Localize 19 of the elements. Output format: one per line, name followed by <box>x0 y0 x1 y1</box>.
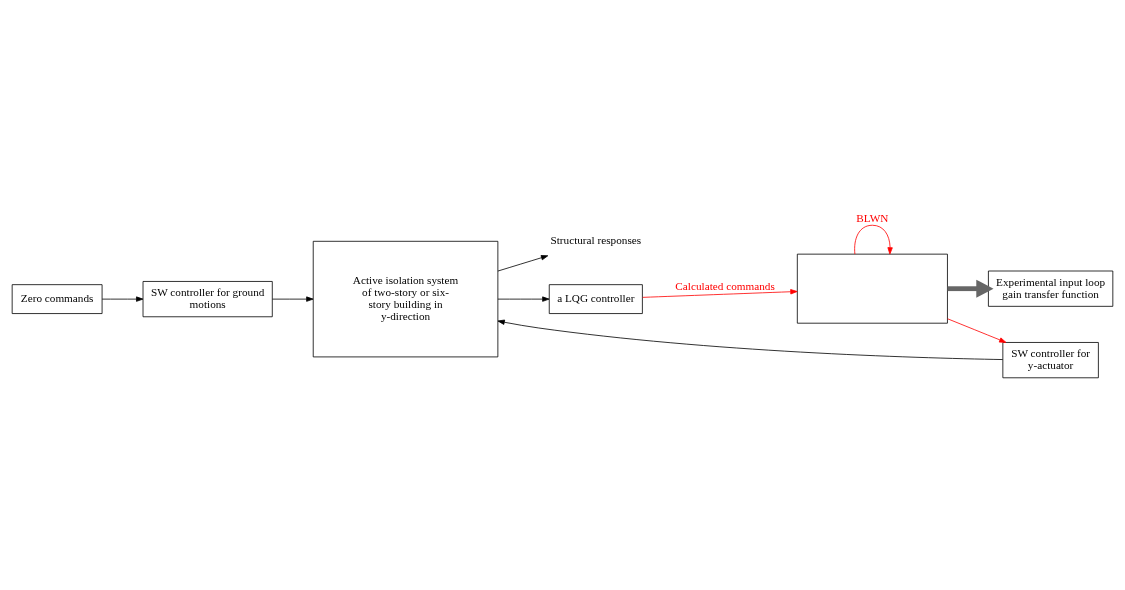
arrow <box>854 224 893 254</box>
node-box: a LQG controller <box>548 283 643 314</box>
node-box: SW controller for ground motions <box>142 280 273 317</box>
node-box <box>796 253 948 324</box>
arrow <box>497 254 549 271</box>
node-box: Experimental input loop gain transfer function <box>988 270 1114 307</box>
node-box: Zero commands <box>11 283 103 314</box>
arrow <box>497 319 1004 360</box>
arrow <box>947 317 1007 343</box>
arrow <box>497 295 550 302</box>
node-text: Structural responses <box>550 233 642 246</box>
edge-label: Calculated commands <box>675 279 775 292</box>
arrow <box>272 295 314 302</box>
arrow <box>101 295 144 302</box>
edge-label: BLWN <box>856 211 889 224</box>
node-box: Active isolation system of two-story or six-story building in y-direction <box>312 240 499 357</box>
node-box: SW controller for y-actuator <box>1002 341 1099 378</box>
arrow <box>642 288 798 298</box>
arrow <box>947 279 994 298</box>
